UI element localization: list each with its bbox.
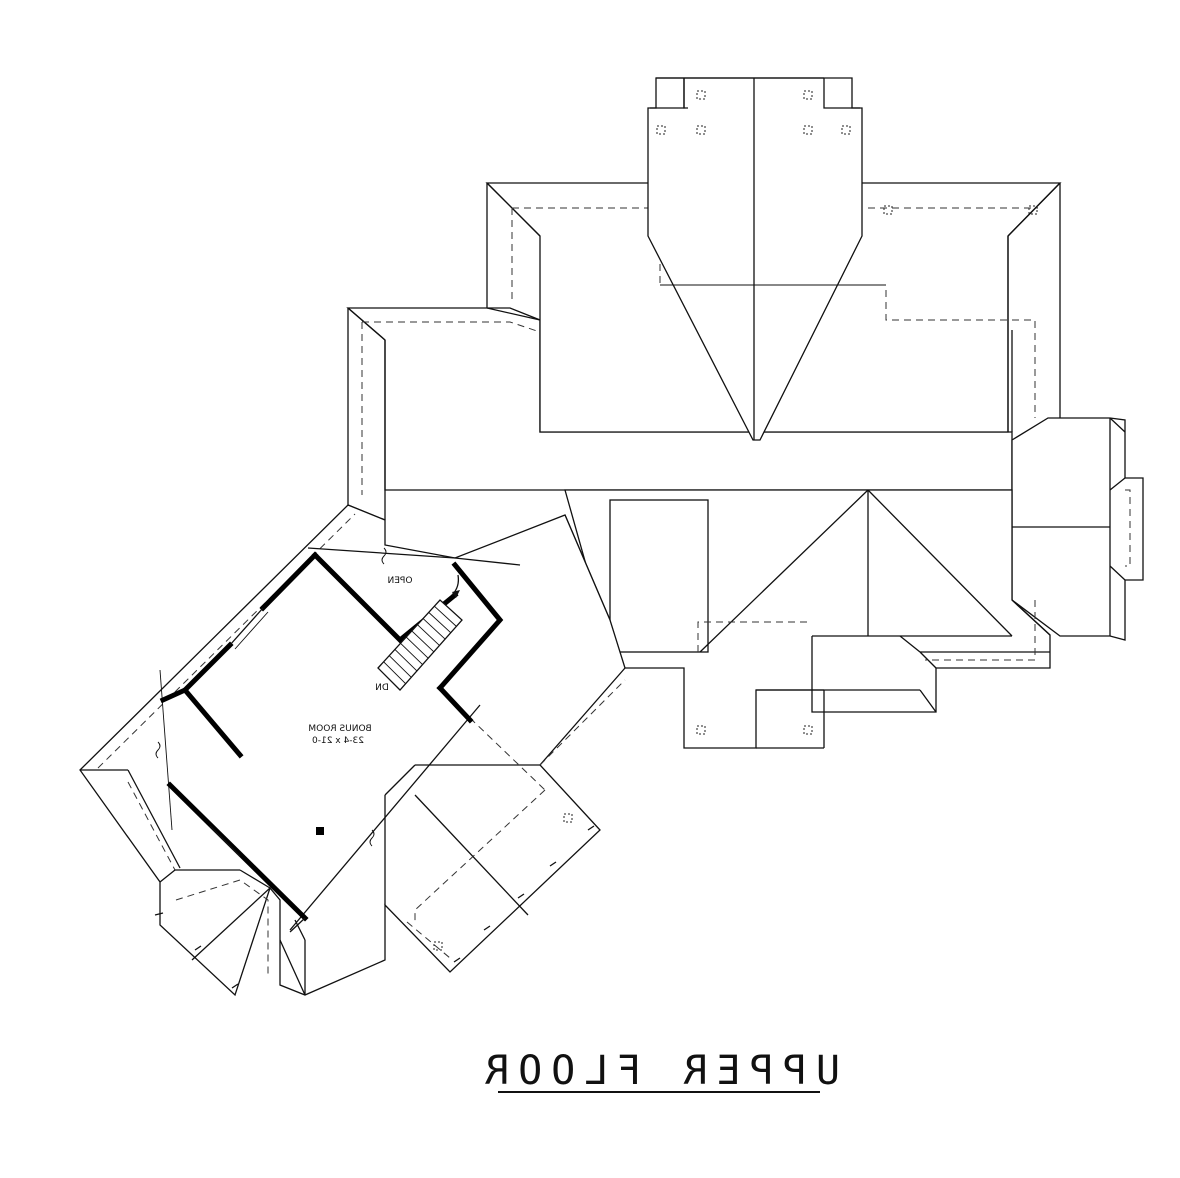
middle-lower-roof [564, 489, 1051, 749]
right-bay-roof [1011, 417, 1144, 641]
stair-tread [417, 624, 440, 646]
down-label: DN [375, 683, 389, 693]
stair-tread [405, 636, 429, 659]
angled-wing-roof [79, 504, 626, 997]
stair-tread [388, 655, 412, 678]
bonus-room-size: 23-4 x 21-0 [312, 736, 364, 746]
rafter-tails [154, 825, 595, 989]
drawing-title: UPPER FLOOR [476, 1048, 840, 1094]
stair-tread [411, 630, 435, 653]
break-marks [155, 547, 387, 847]
stair-tread [434, 605, 457, 627]
stair-tread [400, 642, 423, 665]
stair-treads [383, 605, 457, 684]
main-roof [346, 77, 1062, 521]
open-label: OPEN [388, 576, 413, 586]
bonus-room-walls [159, 551, 504, 933]
bonus-room-name: BONUS ROOM [308, 724, 371, 734]
stair [377, 574, 463, 691]
column-markers [433, 90, 1038, 951]
stair-tread [422, 618, 446, 640]
stair-tread [383, 661, 406, 684]
stair-tread [428, 612, 452, 634]
stair-tread [394, 649, 418, 672]
